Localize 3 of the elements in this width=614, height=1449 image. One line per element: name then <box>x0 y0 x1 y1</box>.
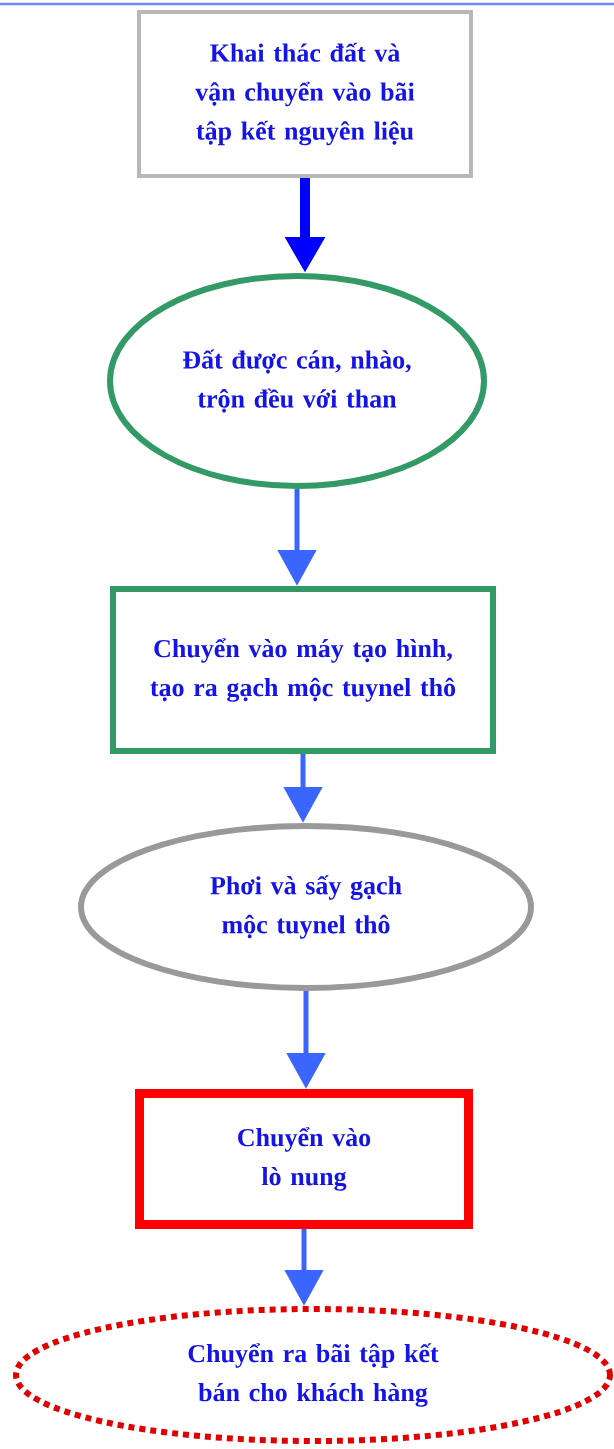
process-box: Chuyển vào lò nung <box>135 1089 473 1229</box>
process-box: Khai thác đất và vận chuyển vào bãi tập kết nguyên liệu <box>137 10 473 178</box>
process-box: Chuyển vào máy tạo hình, tạo ra gạch mộc tuynel thô <box>110 586 496 754</box>
